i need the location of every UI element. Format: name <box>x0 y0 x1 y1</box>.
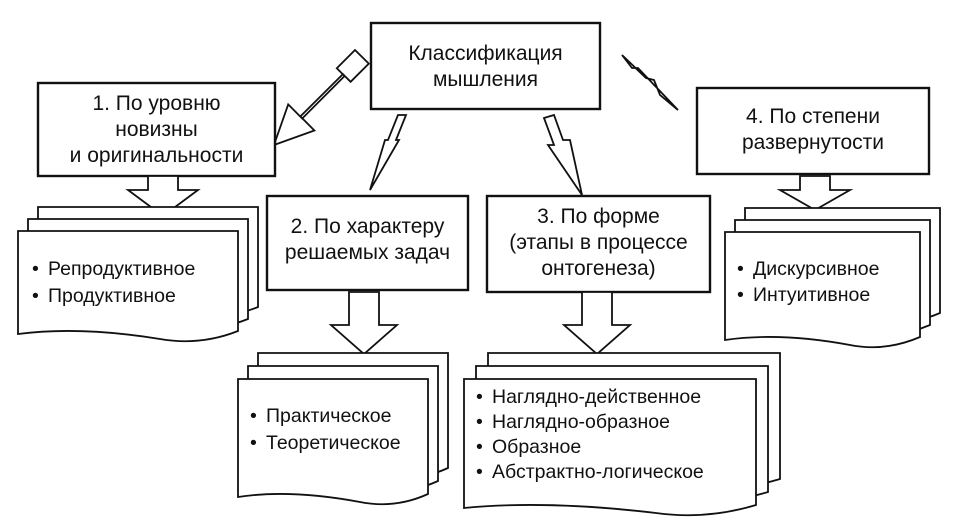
category-1-line-1: 1. По уровню <box>92 92 220 115</box>
category-4-item-2: Интуитивное <box>753 284 870 306</box>
category-1: 1. По уровню новизны и оригинальности <box>36 81 277 178</box>
category-4-doc-stack: • Дискурсивное • Интуитивное <box>724 207 941 349</box>
category-4-line-2: развернутости <box>742 131 884 154</box>
root-label-line-2: мышления <box>433 68 538 91</box>
category-4-bullet-2: • <box>737 284 744 306</box>
category-3-item-1: Наглядно-действенное <box>492 386 701 408</box>
category-3-item-2: Наглядно-образное <box>492 411 670 433</box>
arrow-root-to-cat3 <box>542 113 583 196</box>
category-1-item-2: Продуктивное <box>48 285 176 307</box>
category-1-bullet-1: • <box>32 258 39 280</box>
category-3-line-1: 3. По форме <box>537 205 660 228</box>
category-1-item-1: Репродуктивное <box>48 258 195 280</box>
category-2-bullet-2: • <box>250 432 257 454</box>
category-4-item-1: Дискурсивное <box>753 258 879 280</box>
arrow-root-to-cat1 <box>272 48 371 147</box>
category-3-bullet-2: • <box>476 411 483 433</box>
category-2-line-1: 2. По характеру <box>291 215 445 238</box>
category-2-line-2: решаемых задач <box>285 241 450 264</box>
category-2-bullet-1: • <box>250 405 257 427</box>
root-node: Классификация мышления <box>369 21 602 111</box>
category-4-bullet-1: • <box>737 258 744 280</box>
category-3-line-3: онтогенеза) <box>541 257 655 280</box>
category-3: 3. По форме (этапы в процессе онтогенеза… <box>485 194 712 294</box>
arrow-cat1-to-list <box>125 175 201 218</box>
category-1-bullet-2: • <box>32 285 39 307</box>
category-3-item-3: Образное <box>492 436 581 458</box>
arrow-cat3-to-list <box>561 291 633 356</box>
category-4: 4. По степени развернутости <box>695 86 931 176</box>
arrow-root-to-cat4 <box>621 54 679 111</box>
root-label-line-1: Классификация <box>408 42 562 65</box>
category-1-line-2: новизны <box>115 118 197 141</box>
category-3-bullet-1: • <box>476 386 483 408</box>
category-3-line-2: (этапы в процессе <box>509 231 687 254</box>
arrow-root-to-cat2 <box>369 114 408 191</box>
category-3-doc-stack: • Наглядно-действенное • Наглядно-образн… <box>463 352 781 517</box>
category-3-item-4: Абстрактно-логическое <box>492 461 704 483</box>
category-2-doc-stack: • Практическое • Теоретическое <box>237 352 449 506</box>
arrow-cat2-to-list <box>328 291 400 356</box>
category-2-item-2: Теоретическое <box>266 432 401 454</box>
category-4-line-1: 4. По степени <box>746 105 880 128</box>
category-1-doc-stack: • Репродуктивное • Продуктивное <box>17 206 259 343</box>
category-2: 2. По характеру решаемых задач <box>265 194 470 292</box>
arrow-cat4-to-list <box>776 175 854 212</box>
category-3-bullet-4: • <box>476 461 483 483</box>
category-1-line-3: и оригинальности <box>70 144 244 167</box>
category-2-item-1: Практическое <box>266 405 391 427</box>
category-3-bullet-3: • <box>476 436 483 458</box>
